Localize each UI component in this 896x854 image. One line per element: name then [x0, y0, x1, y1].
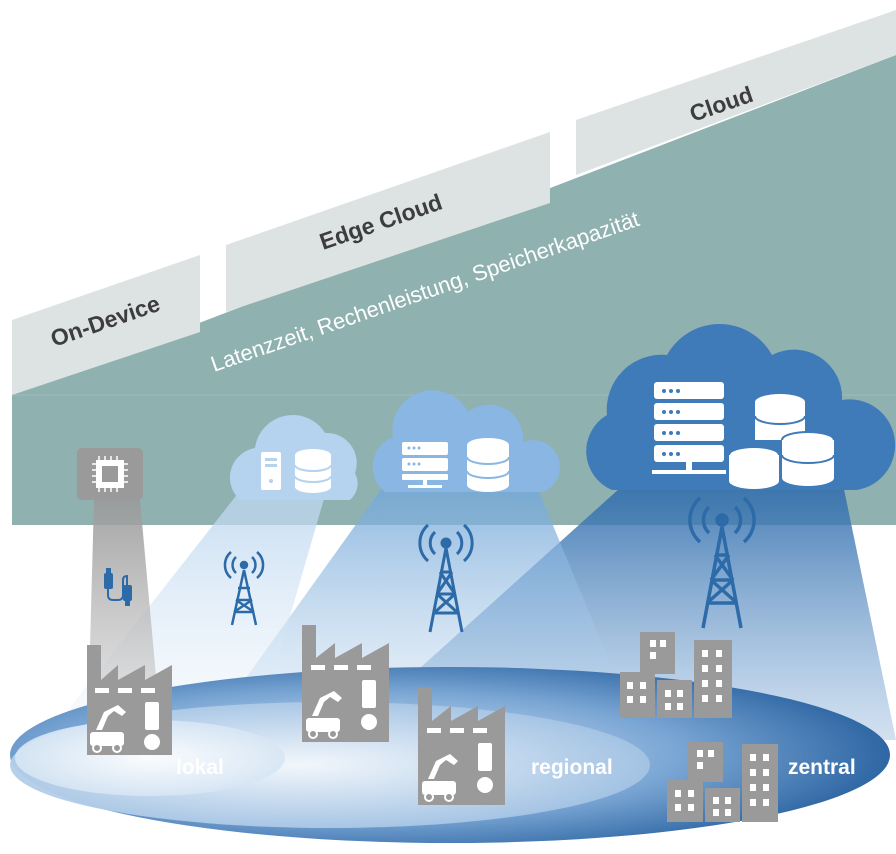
on-device-header [12, 255, 200, 395]
central-zone-label: zentral [788, 756, 856, 779]
antenna-small-icon [223, 551, 265, 626]
antenna-medium-icon [418, 523, 474, 633]
chip-icon [77, 448, 143, 500]
server-rack-icon [652, 382, 726, 474]
database-stack-icon [728, 394, 835, 489]
database-icon [466, 438, 510, 492]
usb-cable-icon [104, 568, 132, 606]
city-buildings-lower-icon [667, 742, 778, 822]
factory-regional-2-icon [418, 688, 505, 805]
local-zone-label: lokal [176, 756, 224, 779]
factory-local-icon [87, 645, 172, 755]
edge-cloud-header [226, 132, 550, 312]
database-icon [294, 449, 332, 493]
antenna-large-icon [688, 496, 756, 629]
regional-edge-cloud [372, 390, 560, 492]
server-tower-icon [261, 452, 281, 490]
factory-regional-1-icon [302, 625, 389, 742]
server-rack-icon [402, 442, 448, 488]
local-edge-cloud [229, 414, 358, 500]
regional-zone-label: regional [531, 756, 613, 779]
on-device-beam [88, 500, 160, 720]
city-buildings-upper-icon [620, 632, 732, 718]
cloud-header [576, 10, 896, 175]
local-zone [15, 720, 285, 796]
central-cloud [586, 324, 896, 490]
